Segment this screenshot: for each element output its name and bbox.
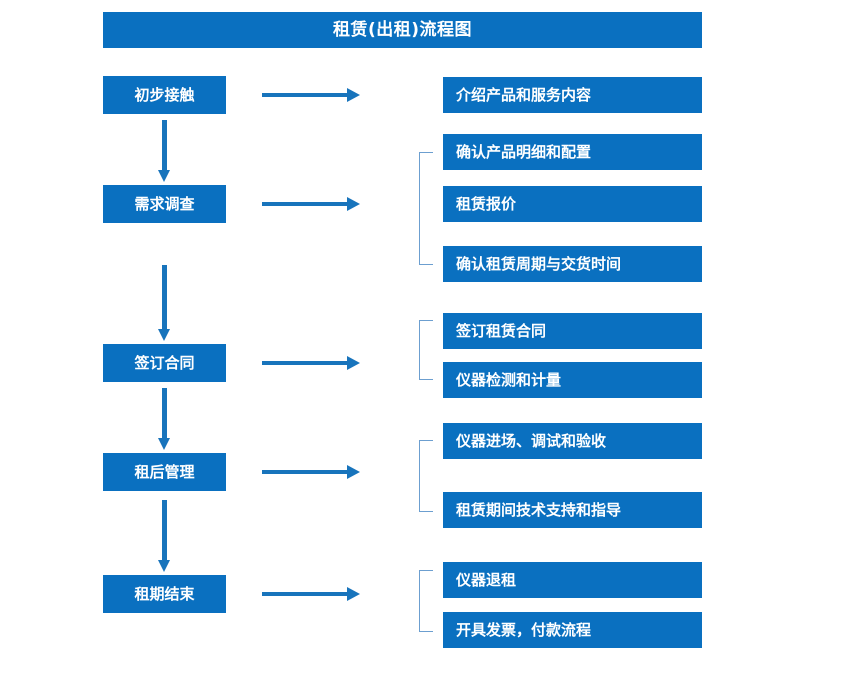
stage-box-needs-survey[interactable]: 需求调查	[103, 185, 226, 223]
detail-box-rental-quote[interactable]: 租赁报价	[443, 186, 702, 222]
detail-box-introduce-products[interactable]: 介绍产品和服务内容	[443, 77, 702, 113]
diagram-title: 租赁(出租)流程图	[332, 19, 473, 40]
stage-label: 签订合同	[134, 353, 195, 372]
group-bracket-lease-end	[419, 570, 433, 632]
detail-box-instrument-inspection[interactable]: 仪器检测和计量	[443, 362, 702, 398]
stage-box-sign-contract[interactable]: 签订合同	[103, 344, 226, 382]
right-arrow-icon-5	[262, 587, 360, 601]
detail-label: 开具发票，付款流程	[456, 620, 592, 639]
detail-label: 仪器检测和计量	[456, 370, 562, 389]
detail-label: 仪器退租	[456, 570, 517, 589]
down-arrow-icon-4	[158, 500, 171, 572]
detail-box-instrument-return[interactable]: 仪器退租	[443, 562, 702, 598]
stage-label: 需求调查	[134, 194, 195, 213]
down-arrow-icon-2	[158, 265, 171, 341]
right-arrow-icon-2	[262, 197, 360, 211]
detail-box-invoice-payment[interactable]: 开具发票，付款流程	[443, 612, 702, 648]
detail-box-sign-rental-contract[interactable]: 签订租赁合同	[443, 313, 702, 349]
detail-label: 确认产品明细和配置	[456, 142, 592, 161]
detail-label: 租赁期间技术支持和指导	[456, 500, 622, 519]
detail-box-confirm-period-delivery[interactable]: 确认租赁周期与交货时间	[443, 246, 702, 282]
right-arrow-icon-1	[262, 88, 360, 102]
detail-label: 仪器进场、调试和验收	[456, 431, 607, 450]
group-bracket-sign-contract	[419, 320, 433, 380]
stage-box-initial-contact[interactable]: 初步接触	[103, 76, 226, 114]
detail-box-confirm-specs[interactable]: 确认产品明细和配置	[443, 134, 702, 170]
detail-label: 租赁报价	[456, 194, 517, 213]
stage-box-post-rental-management[interactable]: 租后管理	[103, 453, 226, 491]
right-arrow-icon-4	[262, 465, 360, 479]
stage-label: 租期结束	[134, 584, 195, 603]
diagram-title-bar: 租赁(出租)流程图	[103, 12, 702, 48]
down-arrow-icon-1	[158, 120, 171, 182]
right-arrow-icon-3	[262, 356, 360, 370]
stage-label: 租后管理	[134, 462, 195, 481]
detail-box-technical-support[interactable]: 租赁期间技术支持和指导	[443, 492, 702, 528]
detail-label: 介绍产品和服务内容	[456, 85, 592, 104]
stage-label: 初步接触	[134, 85, 195, 104]
detail-box-instrument-installation[interactable]: 仪器进场、调试和验收	[443, 423, 702, 459]
detail-label: 签订租赁合同	[456, 321, 547, 340]
detail-label: 确认租赁周期与交货时间	[456, 254, 622, 273]
group-bracket-post-rental	[419, 440, 433, 512]
stage-box-lease-end[interactable]: 租期结束	[103, 575, 226, 613]
group-bracket-needs-survey	[419, 152, 433, 265]
down-arrow-icon-3	[158, 388, 171, 450]
